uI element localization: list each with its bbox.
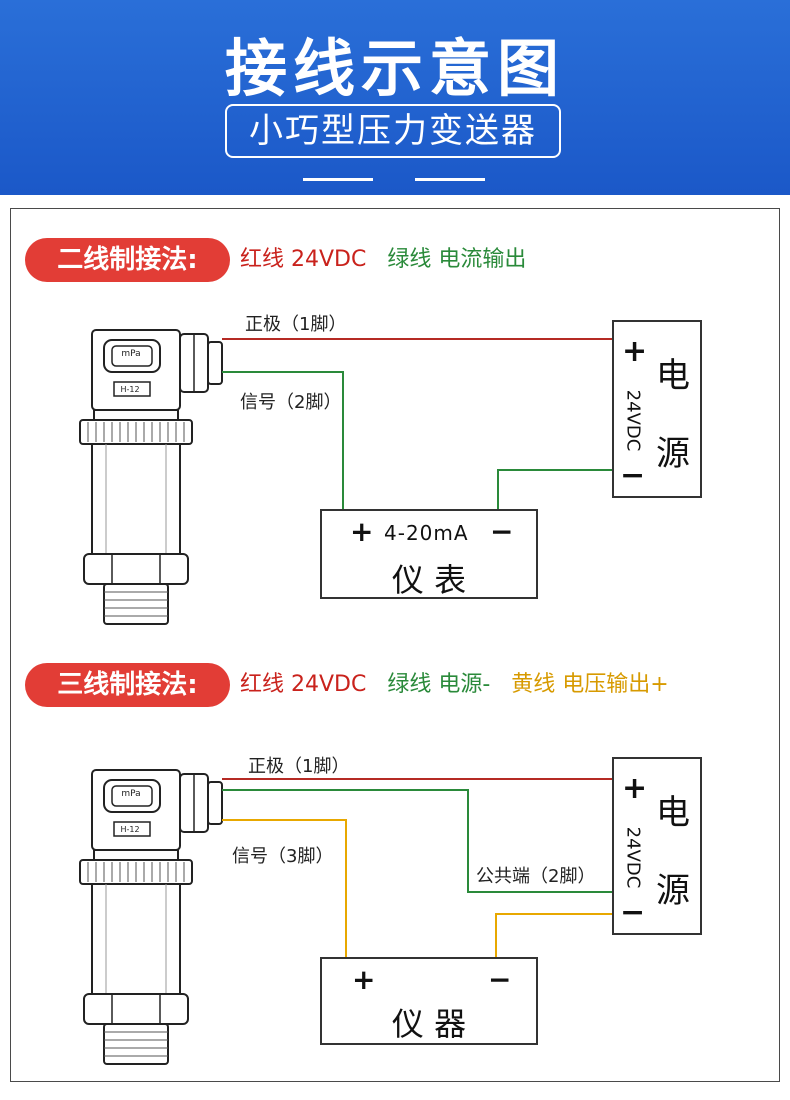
green-wire-common bbox=[222, 789, 612, 893]
sensor-display-text: mPa bbox=[121, 349, 140, 359]
power-plus: + bbox=[622, 771, 648, 806]
yellow-wire-return bbox=[495, 913, 612, 958]
wire-label-signal: 信号（3脚） bbox=[232, 846, 334, 867]
meter-plus: + bbox=[350, 515, 374, 548]
device-plus: + bbox=[352, 963, 376, 996]
page-subtitle: 小巧型压力变送器 bbox=[225, 104, 561, 158]
power-plus: + bbox=[622, 334, 648, 369]
legend-red: 红线 24VDC bbox=[240, 247, 367, 272]
power-name-2: 源 bbox=[656, 871, 690, 911]
power-box: + − 24VDC 电 源 bbox=[612, 757, 702, 935]
legend-red: 红线 24VDC bbox=[240, 672, 367, 697]
diagram-panel bbox=[10, 208, 780, 1082]
power-voltage: 24VDC bbox=[622, 826, 644, 889]
pressure-sensor-icon bbox=[79, 329, 223, 625]
power-voltage: 24VDC bbox=[622, 389, 644, 452]
wire-label-positive: 正极（1脚） bbox=[245, 314, 347, 335]
pressure-sensor-icon bbox=[79, 769, 223, 1065]
wire-label-positive: 正极（1脚） bbox=[248, 756, 350, 777]
power-name-1: 电 bbox=[656, 356, 690, 396]
device-box: + − 仪 器 bbox=[320, 957, 538, 1045]
sensor-model-text: H-12 bbox=[120, 825, 139, 834]
wire-label-common: 公共端（2脚） bbox=[476, 866, 596, 887]
three-wire-label: 三线制接法: bbox=[25, 663, 230, 707]
power-minus: − bbox=[620, 895, 646, 930]
yellow-wire-signal bbox=[222, 819, 347, 958]
green-wire-return bbox=[497, 469, 612, 510]
meter-range: 4-20mA bbox=[384, 521, 469, 545]
meter-name: 仪 表 bbox=[391, 561, 467, 599]
title-underline-right bbox=[415, 178, 485, 181]
legend-green: 绿线 电流输出 bbox=[387, 247, 527, 272]
green-wire-signal bbox=[222, 371, 344, 510]
three-wire-legend: 红线 24VDC 绿线 电源- 黄线 电压输出+ bbox=[240, 670, 683, 700]
wire-label-signal: 信号（2脚） bbox=[240, 392, 342, 413]
sensor-model-text: H-12 bbox=[120, 385, 139, 394]
header-banner: 接线示意图 小巧型压力变送器 bbox=[0, 0, 790, 195]
two-wire-label: 二线制接法: bbox=[25, 238, 230, 282]
power-minus: − bbox=[620, 458, 646, 493]
device-minus: − bbox=[488, 963, 512, 996]
legend-yellow: 黄线 电压输出+ bbox=[511, 672, 669, 697]
device-name: 仪 器 bbox=[391, 1005, 467, 1043]
title-underline-left bbox=[303, 178, 373, 181]
power-name-2: 源 bbox=[656, 434, 690, 474]
page-title: 接线示意图 bbox=[224, 32, 565, 105]
two-wire-legend: 红线 24VDC 绿线 电流输出 bbox=[240, 245, 540, 275]
power-box: + − 24VDC 电 源 bbox=[612, 320, 702, 498]
meter-minus: − bbox=[490, 515, 514, 548]
sensor-display-text: mPa bbox=[121, 789, 140, 799]
legend-green: 绿线 电源- bbox=[387, 672, 491, 697]
power-name-1: 电 bbox=[656, 793, 690, 833]
meter-box: + 4-20mA − 仪 表 bbox=[320, 509, 538, 599]
